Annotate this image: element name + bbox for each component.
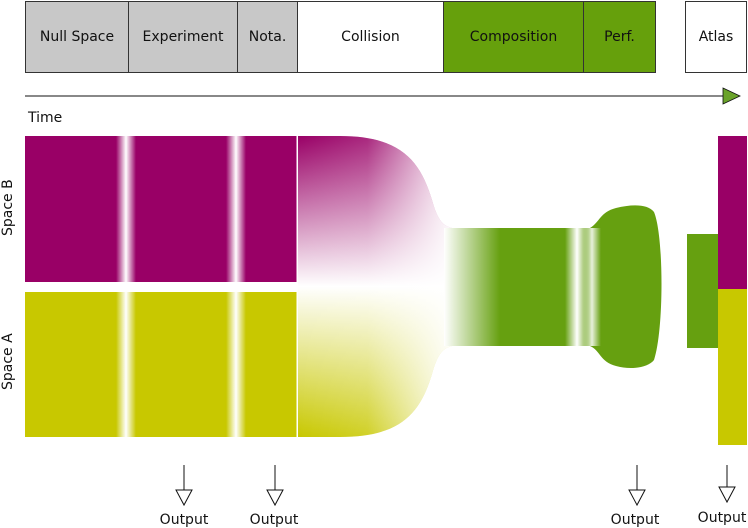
space-a-band bbox=[25, 292, 297, 437]
atlas-space-a-bar bbox=[718, 289, 747, 445]
output-marker-1: Output bbox=[160, 465, 209, 528]
phase-performance: Perf. bbox=[583, 1, 656, 73]
phase-atlas: Atlas bbox=[685, 1, 747, 73]
output-marker-2: Output bbox=[250, 465, 299, 528]
output-arrow-icon bbox=[175, 489, 193, 507]
phase-composition: Composition bbox=[443, 1, 584, 73]
atlas-space-b-bar bbox=[718, 136, 747, 289]
time-label: Time bbox=[27, 110, 62, 126]
phase-null-space: Null Space bbox=[25, 1, 129, 73]
output-label: Output bbox=[698, 510, 747, 526]
output-marker-4: Output bbox=[698, 465, 747, 526]
phase-composition-label: Composition bbox=[469, 29, 558, 45]
phase-null-space-label: Null Space bbox=[39, 29, 115, 45]
phase-notation: Nota. bbox=[237, 1, 298, 73]
phase-experiment: Experiment bbox=[128, 1, 238, 73]
output-arrow-icon bbox=[718, 486, 736, 504]
output-arrow-icon bbox=[628, 489, 646, 507]
atlas-composition-block bbox=[687, 234, 718, 348]
phase-collision-label: Collision bbox=[341, 29, 400, 45]
space-a-label: Space A bbox=[0, 333, 16, 390]
phase-performance-label: Perf. bbox=[604, 29, 635, 45]
performance-bulb bbox=[590, 205, 662, 368]
time-arrow-head bbox=[722, 87, 741, 105]
phase-experiment-label: Experiment bbox=[142, 29, 224, 45]
phase-notation-label: Nota. bbox=[248, 29, 287, 45]
collision-funnel bbox=[298, 136, 452, 437]
phase-atlas-label: Atlas bbox=[698, 29, 734, 45]
output-label: Output bbox=[250, 512, 299, 528]
output-arrow-icon bbox=[266, 489, 284, 507]
space-b-label: Space B bbox=[0, 179, 16, 236]
phase-collision: Collision bbox=[297, 1, 444, 73]
space-gap bbox=[25, 282, 305, 292]
space-b-band bbox=[25, 136, 297, 282]
output-label: Output bbox=[611, 512, 660, 528]
output-marker-3: Output bbox=[611, 465, 660, 528]
output-label: Output bbox=[160, 512, 209, 528]
